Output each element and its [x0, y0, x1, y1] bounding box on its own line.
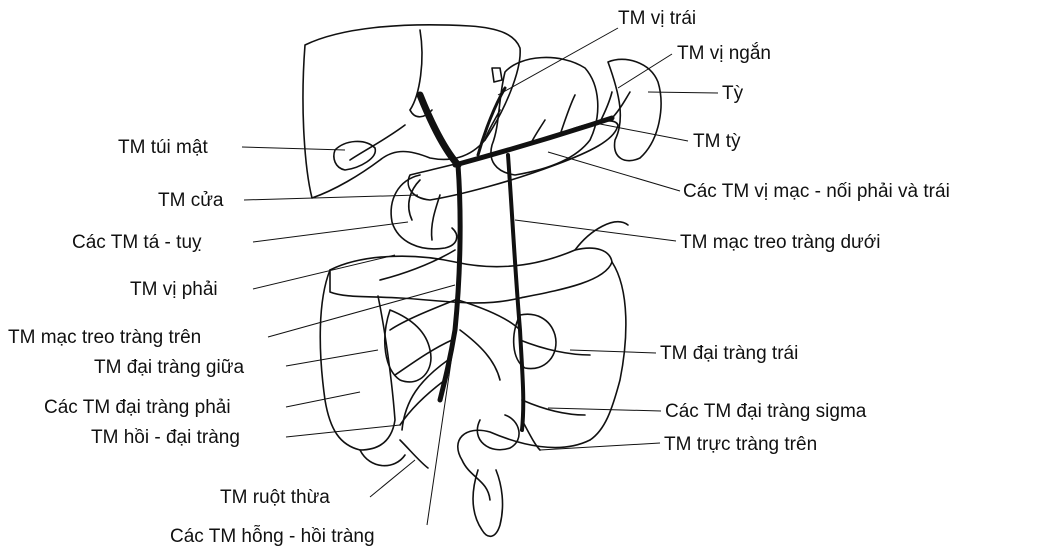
duodenum [391, 175, 457, 249]
portal-vein [420, 95, 458, 165]
superior-mesenteric-vein [440, 165, 460, 400]
leader-tm-ty [600, 124, 688, 141]
label-tm-dai-trang-sigma: Các TM đại tràng sigma [665, 402, 866, 421]
leader-tm-dai-trang-phai [286, 392, 360, 407]
label-tm-ty: TM tỳ [693, 132, 741, 151]
gallbladder [334, 141, 375, 170]
label-tm-tui-mat: TM túi mật [118, 138, 208, 157]
label-tm-vi-ngan: TM vị ngắn [677, 44, 771, 63]
label-tm-hoi-dai-trang: TM hồi - đại tràng [91, 428, 240, 447]
leader-tm-ta-tuy [253, 222, 408, 242]
leader-tm-vi-phai [253, 255, 395, 289]
label-tm-vi-mac-noi: Các TM vị mạc - nối phải và trái [683, 182, 950, 201]
leader-tm-dai-trang-giua [286, 350, 378, 366]
spleen [608, 59, 661, 160]
label-tm-mac-treo-trang-tren: TM mạc treo tràng trên [8, 328, 201, 347]
label-tm-hong-hoi-trang: Các TM hỗng - hồi tràng [170, 527, 375, 546]
label-tm-dai-trang-giua: TM đại tràng giữa [94, 358, 244, 377]
leader-tm-ruot-thua [370, 460, 415, 497]
label-tm-dai-trang-trai: TM đại tràng trái [660, 344, 798, 363]
label-tm-vi-trai: TM vị trái [618, 9, 696, 28]
label-tm-vi-phai: TM vị phải [130, 280, 218, 299]
leader-tm-dai-trang-sigma [548, 408, 661, 411]
sigmoid-colon [458, 430, 590, 500]
leader-ty [648, 92, 718, 93]
label-tm-cua: TM cửa [158, 191, 224, 210]
leader-tm-dai-trang-trai [570, 350, 656, 353]
inferior-mesenteric-vein [508, 155, 523, 430]
label-tm-truc-trang-tren: TM trực tràng trên [664, 435, 817, 454]
leader-tm-vi-trai [498, 28, 618, 95]
leader-tm-cua [244, 195, 418, 200]
label-tm-ta-tuy: Các TM tá - tuỵ [72, 233, 202, 252]
transverse-colon [330, 248, 612, 303]
leader-tm-hoi-dai-trang [286, 425, 400, 437]
leader-tm-vi-mac-noi [548, 152, 680, 191]
appendix [400, 440, 428, 468]
leader-tm-truc-trang-tren [540, 443, 660, 450]
label-ty: Tỳ [722, 84, 743, 103]
label-tm-mac-treo-trang-duoi: TM mạc treo tràng dưới [680, 233, 880, 252]
leader-tm-tui-mat [242, 147, 345, 150]
label-tm-dai-trang-phai: Các TM đại tràng phải [44, 398, 231, 417]
leader-tm-mac-treo-trang-duoi [515, 220, 676, 241]
label-tm-ruot-thua: TM ruột thừa [220, 488, 330, 507]
rectum [473, 470, 502, 536]
